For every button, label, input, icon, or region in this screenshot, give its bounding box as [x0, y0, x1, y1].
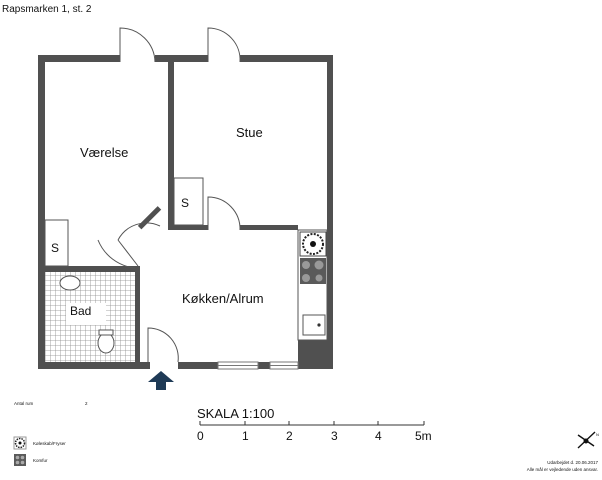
- legend-label: Komfur: [33, 458, 48, 463]
- room-label-kokken: Køkken/Alrum: [182, 291, 264, 306]
- fridge-freezer-icon: [299, 231, 327, 257]
- scale-tick: 3: [331, 429, 338, 443]
- compass-north-label: N: [596, 432, 599, 437]
- date-text: Udarbejdet d. 20.06.2017: [547, 460, 598, 465]
- scale-tick: 0: [197, 429, 204, 443]
- walls: [38, 55, 333, 369]
- scale-title: SKALA 1:100: [197, 406, 274, 421]
- room-label-storage: S: [51, 241, 59, 255]
- scale-tick: 1: [242, 429, 249, 443]
- room-label-vaerelse: Værelse: [80, 145, 128, 160]
- room-count-value: 2: [85, 401, 88, 406]
- fixtures: [44, 27, 328, 363]
- compass-icon: [577, 431, 596, 449]
- scale-bar: [199, 421, 425, 426]
- disclaimer-text: Alle mål er vejledende uden ansvar.: [527, 466, 598, 472]
- room-count-label: Antal rum: [14, 401, 34, 406]
- legend-stove-icon: [14, 454, 26, 466]
- sink-drain: [317, 323, 321, 327]
- room-label-storage: S: [181, 196, 189, 210]
- room-label-stue: Stue: [236, 125, 263, 140]
- plan-title: Rapsmarken 1, st. 2: [2, 4, 92, 15]
- bath-label-bg: [66, 303, 106, 325]
- room-label-bad: Bad: [70, 304, 91, 318]
- scale-tick: 5m: [415, 429, 432, 443]
- scale-tick: 4: [375, 429, 382, 443]
- entrance-arrow-icon: [148, 371, 174, 390]
- windows: [217, 361, 299, 370]
- legend-label: Køleskab/Fryser: [33, 441, 66, 446]
- legend-fridge-icon: [13, 436, 27, 450]
- scale-tick: 2: [286, 429, 293, 443]
- stove-icon: [300, 258, 326, 284]
